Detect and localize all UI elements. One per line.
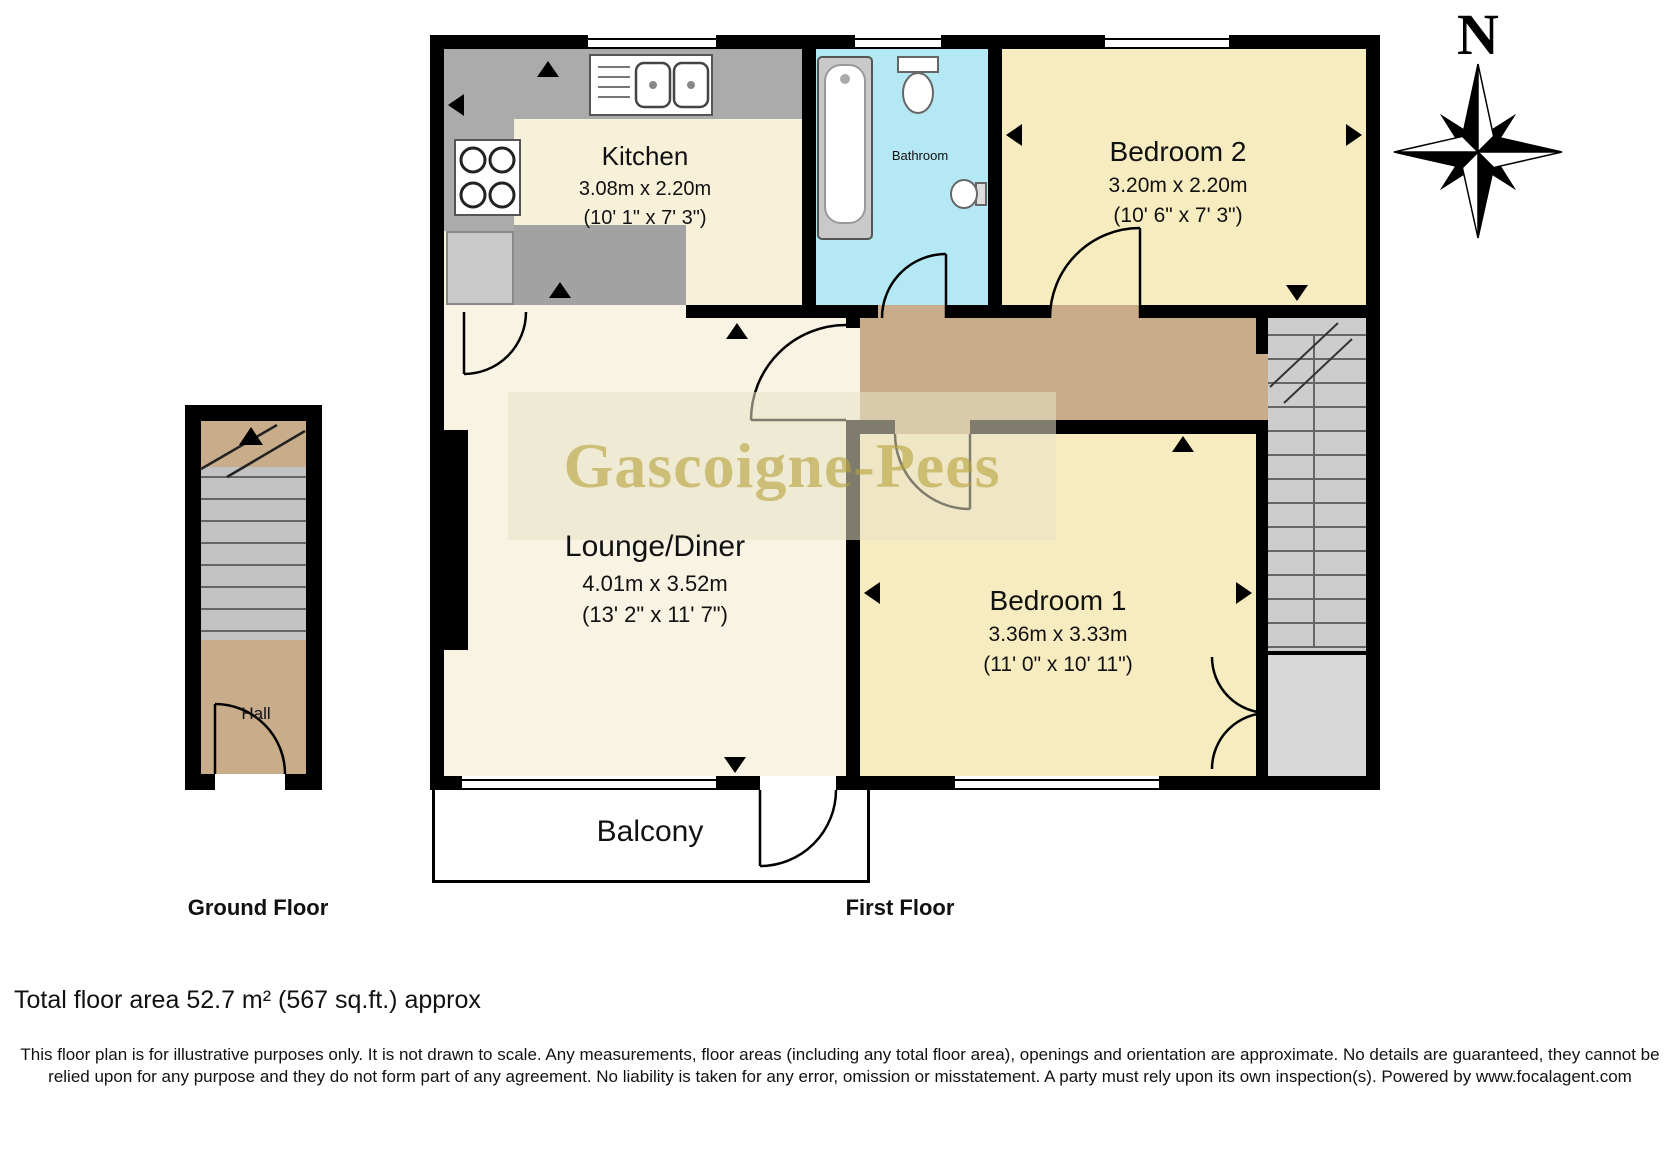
stairs-first-floor (1268, 322, 1366, 648)
bathroom-label: Bathroom (868, 148, 972, 164)
hall-label: Hall (216, 703, 296, 724)
window-bedroom2 (1105, 35, 1229, 49)
basin-icon (950, 179, 987, 209)
wall-bedroom1-stairs (1256, 420, 1268, 776)
compass-rose: N (1393, 2, 1563, 239)
watermark-text: Gascoigne-Pees (563, 430, 1001, 501)
balcony-label: Balcony (540, 813, 760, 851)
compass-main-star (1393, 63, 1563, 239)
disclaimer-text: This floor plan is for illustrative purp… (20, 1045, 1660, 1087)
bedroom2-dims-metric: 3.20m x 2.20m (1108, 174, 1248, 197)
kitchen-sink-icon (589, 54, 713, 116)
agent-watermark: Gascoigne-Pees (508, 392, 1056, 540)
wall-kitchen-lounge (686, 305, 802, 318)
lounge-dims-imperial: (13' 2" x 11' 7") (582, 602, 728, 627)
bedroom2-door-arc (1048, 226, 1141, 319)
direction-arrow (239, 427, 263, 445)
hob-icon (454, 139, 521, 216)
wall-hall-stairs-stub (1256, 318, 1268, 354)
ground-door-opening (215, 774, 285, 790)
first-floor-caption: First Floor (845, 895, 955, 920)
kitchen-label: Kitchen 3.08m x 2.20m (10' 1" x 7' 3") (543, 140, 747, 231)
wall-bathroom-hall-left (816, 305, 878, 318)
ground-floor-overlay (200, 421, 306, 775)
kitchen-peninsula-counter (514, 225, 686, 305)
lounge-dims-metric: 4.01m x 3.52m (582, 570, 728, 596)
kitchen-name: Kitchen (601, 141, 689, 171)
window-bathroom (855, 35, 941, 49)
bedroom2-label: Bedroom 2 3.20m x 2.20m (10' 6" x 7' 3") (1048, 134, 1308, 230)
wall-lounge-hall-upper (846, 318, 860, 328)
door-swings (462, 226, 1269, 868)
cupboard-door-arc-lower (1210, 711, 1269, 770)
direction-arrows (448, 61, 1362, 773)
wall-kitchen-bathroom (802, 49, 816, 318)
ground-floor-plan (185, 405, 322, 790)
toilet-icon (897, 56, 939, 114)
kitchen-door-arc (463, 311, 528, 376)
first-floor-overlay (448, 54, 1366, 868)
stairs-lower-landing (1268, 655, 1366, 776)
wall-bedroom2-hall-left (1002, 305, 1050, 318)
window-kitchen (588, 35, 716, 49)
bathroom-door-arc (880, 252, 947, 319)
total-floor-area: Total floor area 52.7 m² (567 sq.ft.) ap… (14, 986, 481, 1014)
wall-bathroom-hall-right (946, 305, 988, 318)
bedroom2-floor (1002, 49, 1366, 305)
balcony-door-opening (760, 776, 836, 790)
ground-hall-floor (201, 640, 306, 774)
balcony-door-arc (759, 789, 838, 868)
balcony-outline (432, 790, 870, 883)
hall-name: Hall (241, 704, 271, 723)
wall-bedroom2-hall-right (1140, 305, 1366, 318)
bedroom1-dims-metric: 3.36m x 3.33m (988, 623, 1128, 646)
bedroom2-dims-imperial: (10' 6" x 7' 3") (1113, 204, 1243, 228)
cupboard-door-arc-upper (1210, 656, 1269, 715)
wall-bathroom-bedroom2 (988, 49, 1002, 318)
wall-stairs-landing-divider (1268, 651, 1366, 655)
kitchen-dims-metric: 3.08m x 2.20m (578, 177, 712, 200)
balcony-name: Balcony (596, 815, 704, 848)
bedroom2-name: Bedroom 2 (1109, 136, 1247, 167)
lounge-floor (444, 305, 846, 776)
bedroom2-door-threshold (1050, 305, 1140, 318)
bathroom-door-threshold (878, 305, 946, 318)
kitchen-appliance (446, 231, 514, 305)
window-lounge (462, 776, 716, 790)
bedroom1-name: Bedroom 1 (989, 585, 1127, 616)
lounge-name: Lounge/Diner (564, 530, 746, 563)
ground-floor-caption: Ground Floor (187, 895, 329, 920)
bedroom1-label: Bedroom 1 3.36m x 3.33m (11' 0" x 10' 11… (928, 583, 1188, 679)
window-bedroom1 (955, 776, 1159, 790)
kitchen-dims-imperial: (10' 1" x 7' 3") (583, 206, 707, 229)
lounge-label: Lounge/Diner 4.01m x 3.52m (13' 2" x 11'… (525, 528, 785, 629)
compass-north-label: N (1457, 2, 1499, 67)
ground-door-swing (213, 702, 287, 775)
bathtub-icon (817, 56, 873, 240)
wall-lounge-left-protrusion (444, 430, 468, 650)
bedroom1-dims-imperial: (11' 0" x 10' 11") (983, 653, 1133, 677)
stairs-ground-floor (200, 423, 306, 632)
bathroom-name: Bathroom (891, 148, 949, 163)
